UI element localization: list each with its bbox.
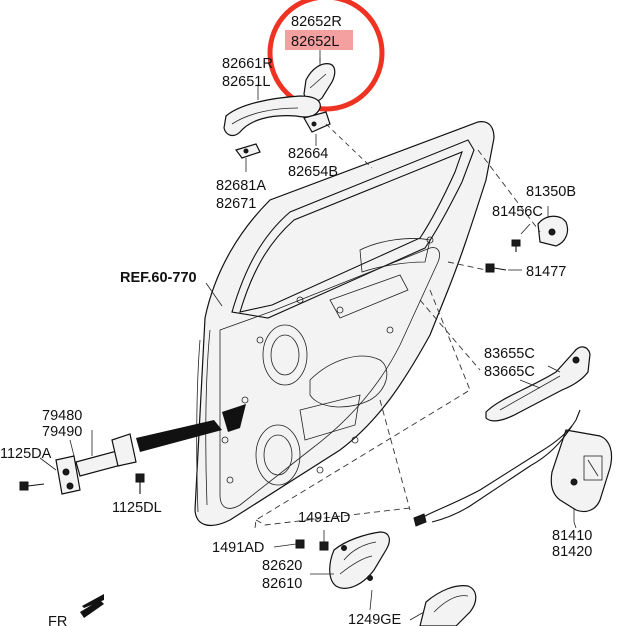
leader-1125DA xyxy=(39,457,57,471)
label-1491AD-left: 1491AD xyxy=(212,540,264,556)
label-82661R: 82661R xyxy=(222,56,273,72)
label-1125DL: 1125DL xyxy=(112,500,162,516)
label-1491AD-top: 1491AD xyxy=(298,510,350,526)
label-81420: 81420 xyxy=(552,544,592,560)
label-82620: 82620 xyxy=(262,558,302,574)
handle-cover-part xyxy=(303,58,336,103)
label-83665C: 83665C xyxy=(484,364,535,380)
highlight-circle xyxy=(267,0,385,112)
clip-part xyxy=(235,143,261,172)
label-1125DA: 1125DA xyxy=(0,446,52,462)
label-82671: 82671 xyxy=(216,196,256,212)
inside-handle-cable-part xyxy=(485,346,591,422)
screw-81456C xyxy=(511,223,531,252)
label-81477: 81477 xyxy=(526,264,566,280)
door-checker-part xyxy=(55,404,246,495)
label-79480: 79480 xyxy=(42,408,82,424)
leader-79480 xyxy=(69,439,75,457)
leader-81410 xyxy=(573,521,577,529)
ref-leader-line xyxy=(205,282,223,307)
label-82654B: 82654B xyxy=(288,164,338,180)
rear-door-panel xyxy=(194,121,495,527)
leader-1491AD xyxy=(273,543,297,548)
label-79490: 79490 xyxy=(42,424,82,440)
label-81350B: 81350B xyxy=(526,184,576,200)
label-82652R: 82652R xyxy=(291,14,342,30)
bolt-81477 xyxy=(485,263,522,273)
leader-83655C xyxy=(519,379,541,389)
clips-1491AD xyxy=(295,530,329,551)
label-82652L: 82652L xyxy=(291,34,339,50)
label-82664: 82664 xyxy=(288,146,328,162)
label-ref: REF.60-770 xyxy=(120,270,197,286)
label-82681A: 82681A xyxy=(216,178,266,194)
bolt-1125DL xyxy=(135,473,145,494)
door-latch-part xyxy=(413,409,613,527)
fr-arrow-icon xyxy=(80,594,104,618)
label-1249GE: 1249GE xyxy=(348,612,402,626)
label-81410: 81410 xyxy=(552,528,592,544)
inside-handle-part xyxy=(329,531,390,611)
label-82610: 82610 xyxy=(262,576,302,592)
bolt-1125DA xyxy=(19,481,45,491)
label-83655C: 83655C xyxy=(484,346,535,362)
handle-bezel-part xyxy=(419,585,477,626)
latch-bracket-part xyxy=(537,206,569,247)
label-fr: FR xyxy=(48,614,67,626)
label-81456C: 81456C xyxy=(492,204,543,220)
handle-base-part xyxy=(303,111,373,169)
dashed-leaders xyxy=(254,149,541,529)
label-82651L: 82651L xyxy=(222,74,270,90)
highlight-box-82652L xyxy=(285,30,353,50)
leader-1249GE xyxy=(409,611,425,621)
